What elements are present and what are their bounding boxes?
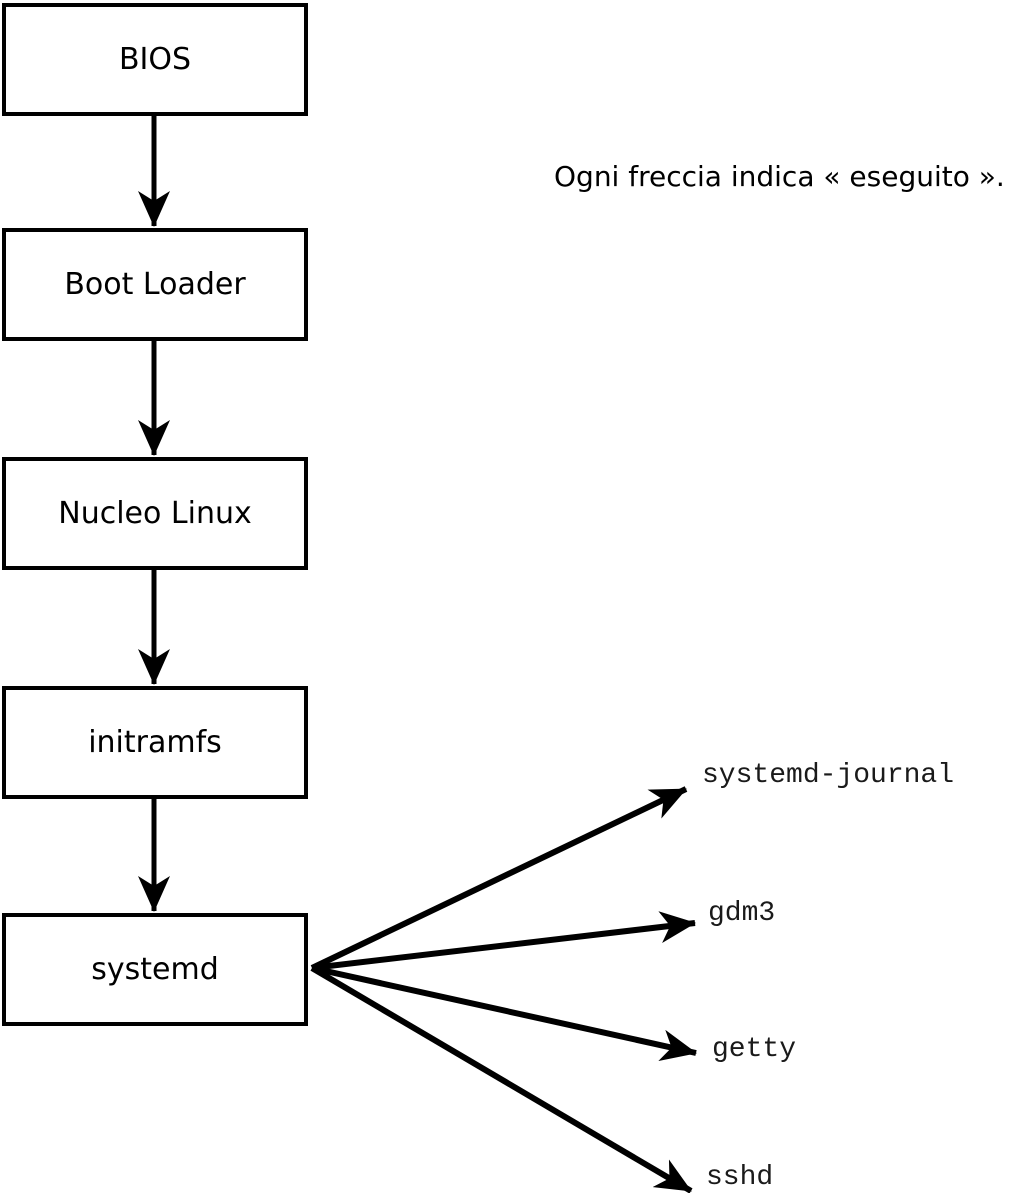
node-boot-loader-label: Boot Loader: [64, 267, 246, 302]
arrow-systemd-to-gdm3: [311, 911, 696, 971]
node-initramfs: initramfs: [2, 686, 308, 799]
arrow-systemd-to-systemd-journal: [310, 786, 688, 971]
node-nucleo-linux: Nucleo Linux: [2, 457, 308, 570]
node-systemd-label: systemd: [91, 952, 219, 987]
process-label-sshd: sshd: [706, 1162, 774, 1193]
node-bios: BIOS: [2, 3, 308, 116]
node-systemd: systemd: [2, 913, 308, 1026]
process-label-getty: getty: [712, 1034, 797, 1065]
node-bios-label: BIOS: [118, 42, 192, 77]
node-initramfs-label: initramfs: [88, 725, 222, 760]
process-label-gdm3: gdm3: [708, 898, 776, 929]
node-nucleo-linux-label: Nucleo Linux: [58, 496, 252, 531]
diagram-caption: Ogni freccia indica « eseguito ».: [554, 160, 1005, 193]
arrow-systemd-to-getty: [311, 965, 697, 1062]
arrow-systemd-to-sshd: [310, 965, 693, 1193]
process-label-systemd-journal: systemd-journal: [702, 760, 955, 791]
node-boot-loader: Boot Loader: [2, 228, 308, 341]
